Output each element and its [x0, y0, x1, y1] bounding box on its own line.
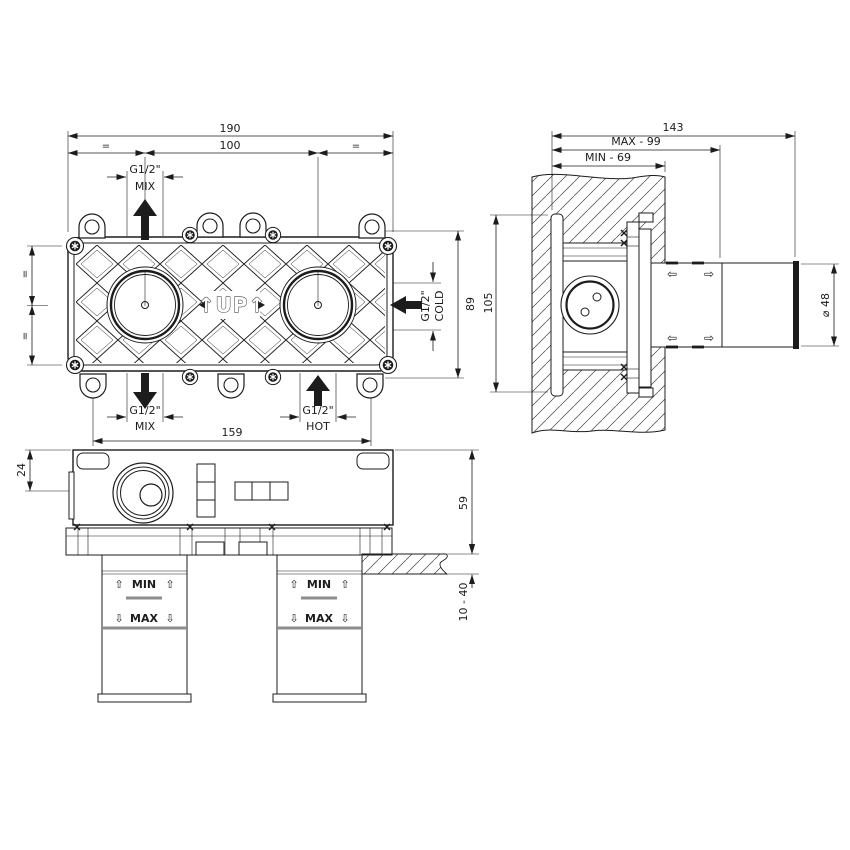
port-hot-thread: G1/2" — [302, 404, 333, 417]
mounting-lug-bottom-center — [217, 373, 245, 399]
tube-end-cap — [793, 261, 799, 349]
bottom-view: ⇧ MIN ⇧ ⇩ MAX ⇩ ⇧ MIN ⇧ ⇩ MAX ⇩ — [15, 449, 479, 703]
protective-cap-right: ⇧ MIN ⇧ ⇩ MAX ⇩ — [272, 554, 367, 703]
port-top-mix-label: MIX — [135, 180, 156, 193]
cap-min-arrow-left: ⇧ — [114, 578, 123, 591]
mounting-lug-bottom-left — [79, 373, 107, 399]
mounting-lug-top-center-right — [239, 212, 267, 238]
screw-bottom-edge-left — [181, 368, 199, 386]
cap-max-label: MAX — [130, 612, 158, 625]
cap-max-arrow-left: ⇩ — [289, 612, 298, 625]
port-cold-label: COLD — [433, 291, 446, 322]
flow-arrow-mix-bottom — [133, 373, 157, 409]
cap-min-label: MIN — [307, 578, 331, 591]
screw-top-left — [65, 236, 85, 256]
dim-flange-height-label: 105 — [482, 293, 495, 314]
front-dimension-lines — [29, 133, 461, 444]
side-extension-lines — [490, 131, 839, 393]
screw-bottom-left — [65, 355, 85, 375]
screw-top-edge-right — [264, 226, 282, 244]
cap-min-arrow-left: ⇧ — [289, 578, 298, 591]
front-view: 190 100 = = = = G1/2" MIX ↑UP↑ — [20, 122, 477, 446]
dim-max-depth-label: MAX - 99 — [611, 135, 661, 148]
adjust-arrow-left-top: ⇦ — [667, 267, 677, 281]
screw-top-edge-left — [181, 226, 199, 244]
body-arm-bottom — [562, 351, 629, 371]
dim-top-offset-label: 24 — [15, 463, 28, 477]
equal-mark-left: = — [102, 141, 110, 152]
adjustment-sleeve — [650, 262, 723, 348]
mounting-lug-top-center-left — [196, 212, 224, 238]
cartridge-housing — [560, 275, 620, 335]
screw-bottom-edge-right — [264, 368, 282, 386]
mounting-lug-top-left — [78, 213, 106, 239]
port-hot-label: HOT — [306, 420, 330, 433]
cap-min-arrow-right: ⇧ — [340, 578, 349, 591]
terminal-block-vertical — [196, 463, 216, 518]
flange-plate-rear — [626, 221, 640, 394]
flange-strip — [65, 523, 393, 556]
cap-min-arrow-right: ⇧ — [165, 578, 174, 591]
protection-tube — [721, 262, 795, 348]
finished-wall-strip — [361, 553, 449, 575]
port-top-mix-thread: G1/2" — [129, 163, 160, 176]
dim-overall-width-label: 190 — [220, 122, 241, 135]
side-tab — [68, 471, 75, 520]
up-marking-backplate — [204, 291, 260, 319]
dim-sleeve-diameter-label: ⌀ 48 — [819, 293, 832, 317]
equal-mark-right: = — [352, 141, 360, 152]
flow-arrow-mix-top — [133, 199, 157, 240]
corner-bracket-right — [356, 452, 390, 470]
screw-top-right — [378, 236, 398, 256]
front-extension-lines — [27, 131, 464, 446]
adjust-arrow-right-top: ⇨ — [704, 267, 714, 281]
equal-mark-vertical-bottom: = — [20, 332, 31, 340]
cap-max-label: MAX — [305, 612, 333, 625]
flange-plate-front — [638, 228, 652, 388]
adjust-arrow-right-bottom: ⇨ — [704, 331, 714, 345]
mounting-lug-bottom-right — [356, 373, 384, 399]
protective-cap-left: ⇧ MIN ⇧ ⇩ MAX ⇩ — [97, 554, 192, 703]
cap-max-arrow-right: ⇩ — [340, 612, 349, 625]
dim-min-depth-label: MIN - 69 — [585, 151, 631, 164]
corner-bracket-left — [76, 452, 110, 470]
flange-tab-top — [638, 212, 654, 223]
port-bottom-mix-label: MIX — [135, 420, 156, 433]
cap-min-label: MIN — [132, 578, 156, 591]
adjust-arrow-left-bottom: ⇦ — [667, 331, 677, 345]
equal-mark-vertical-top: = — [20, 270, 31, 278]
dim-body-height-label: 89 — [464, 297, 477, 311]
up-marking: ↑UP↑ — [198, 293, 266, 317]
dim-wall-range-label: 10 - 40 — [457, 583, 470, 622]
terminal-block-horizontal — [234, 481, 289, 501]
dim-protrusion-label: 59 — [457, 496, 470, 510]
flow-arrow-hot — [306, 375, 330, 406]
flow-arrow-cold — [390, 296, 422, 314]
port-cold-thread: G1/2" — [419, 290, 432, 321]
cap-max-arrow-left: ⇩ — [114, 612, 123, 625]
cartridge-knob — [112, 462, 174, 524]
port-bottom-mix-thread: G1/2" — [129, 404, 160, 417]
mounting-lug-top-right — [358, 213, 386, 239]
up-marking-left-tick — [199, 301, 206, 309]
dim-lug-span-label: 159 — [222, 426, 243, 439]
flange-tab-bottom — [638, 387, 654, 398]
dim-port-centers-label: 100 — [220, 139, 241, 152]
body-arm-top — [562, 242, 629, 262]
up-marking-right-tick — [258, 301, 265, 309]
screw-bottom-right — [378, 355, 398, 375]
dim-total-depth-label: 143 — [663, 121, 684, 134]
cap-max-arrow-right: ⇩ — [165, 612, 174, 625]
side-section-view: ⇦ ⇨ ⇦ ⇨ 143 MAX - 99 MIN - 69 105 ⌀ 48 — [482, 121, 839, 434]
